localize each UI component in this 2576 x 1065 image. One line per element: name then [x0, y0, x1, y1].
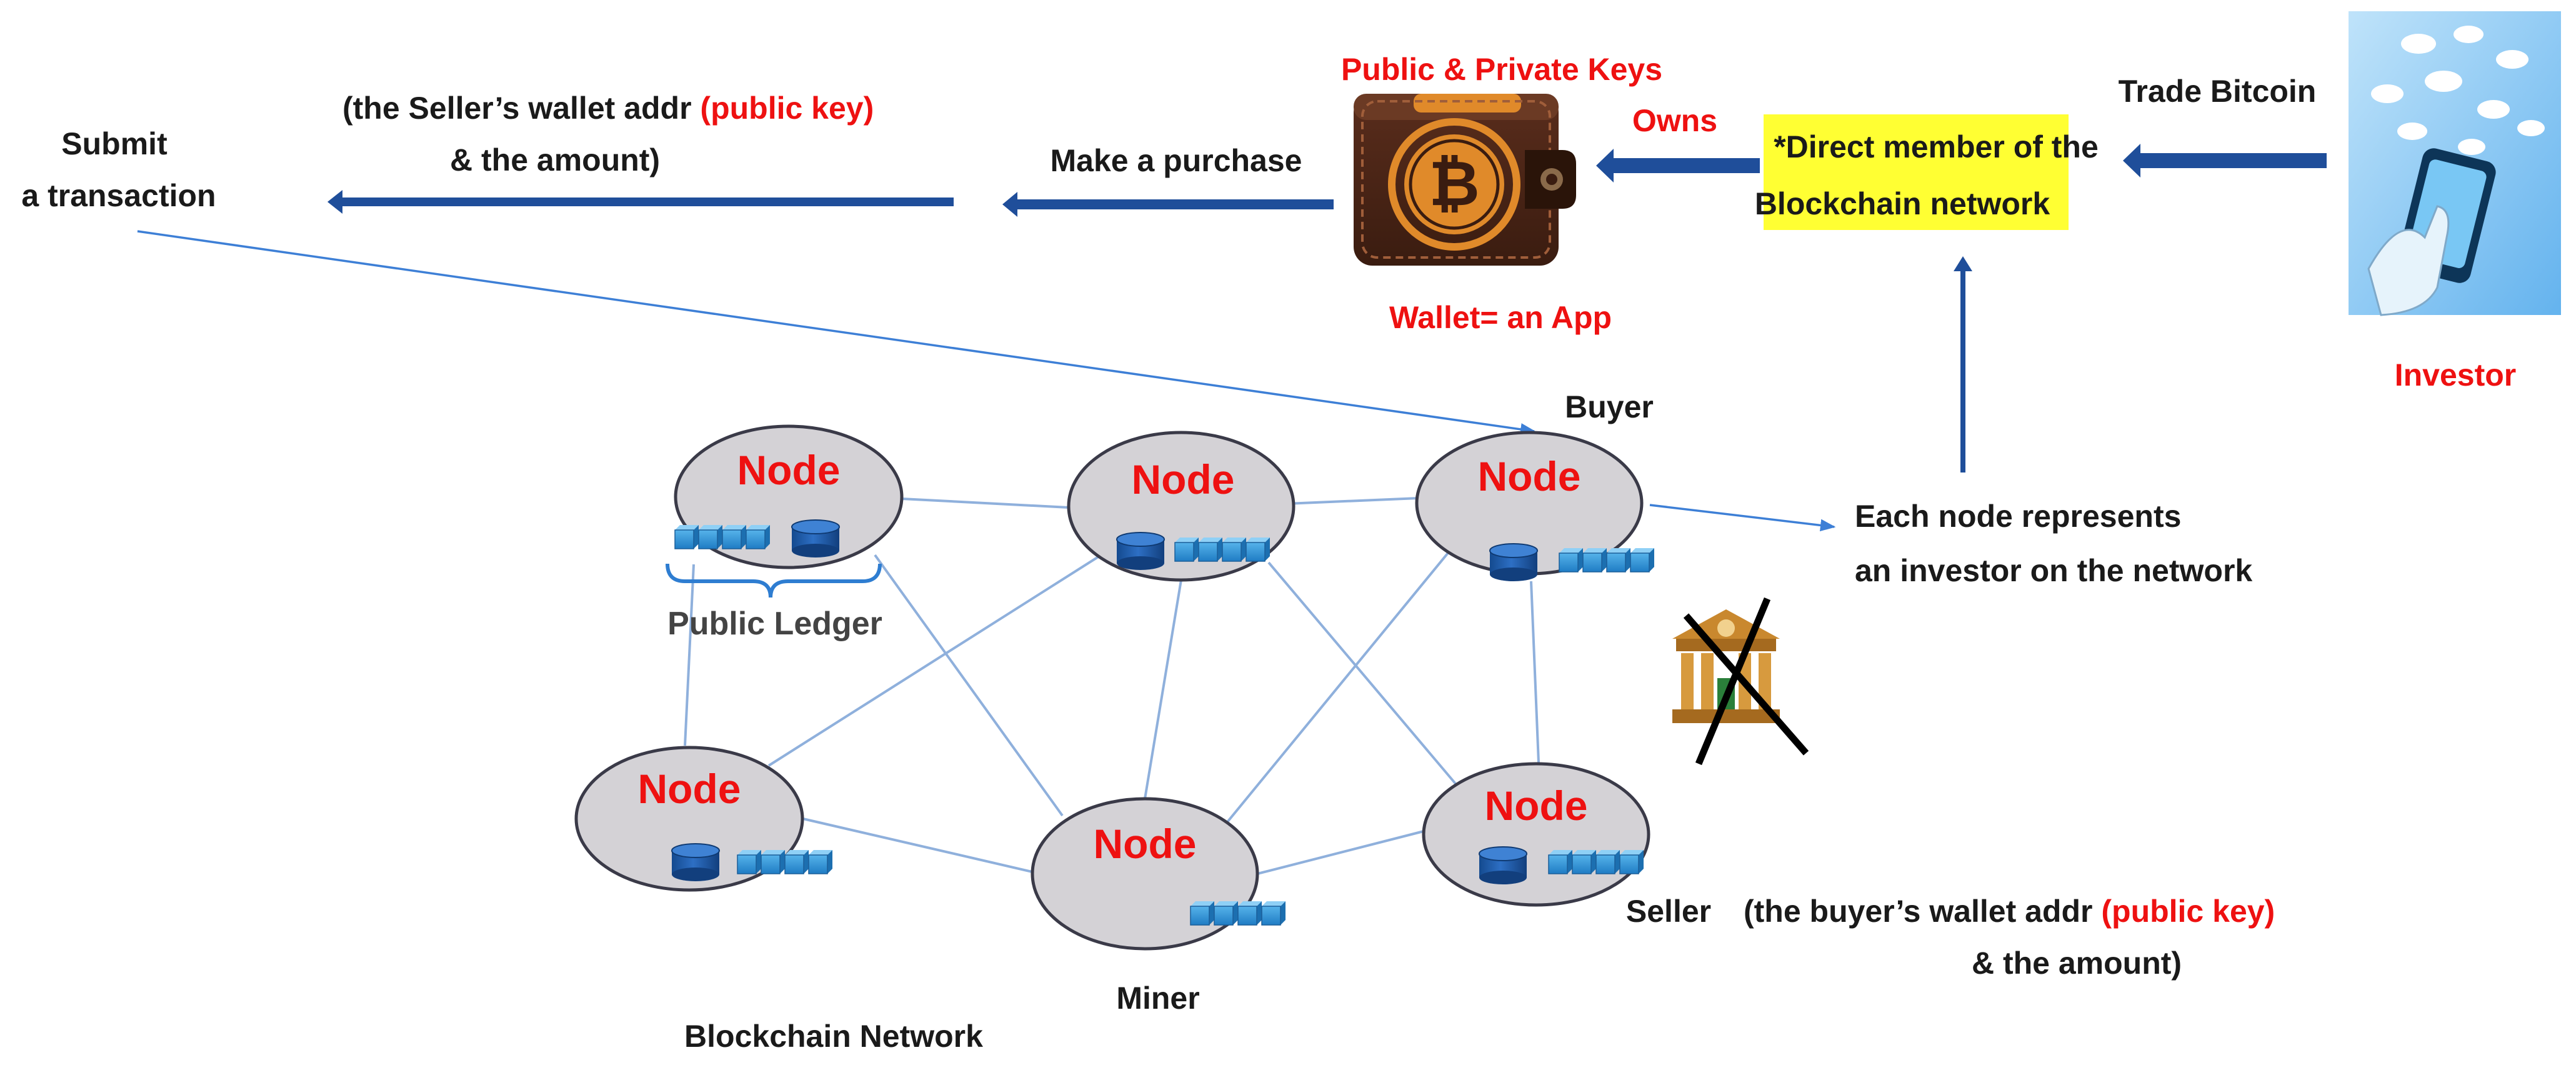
- ledger-blocks: [1190, 901, 1286, 926]
- seller-label: Seller: [1626, 894, 1711, 929]
- crossed-bank-icon: [1672, 597, 1809, 766]
- buyer-info-line1: (the buyer’s wallet addr (public key): [1744, 894, 2275, 929]
- arrow-up-to-member: [1954, 256, 1972, 472]
- submit-label-line2: a transaction: [21, 178, 216, 213]
- network-node: Node: [1067, 431, 1295, 582]
- network-node: Node: [574, 746, 833, 892]
- network-connections: [684, 497, 1540, 875]
- network-node: Node: [674, 424, 904, 569]
- phone-coins-icon: [2349, 11, 2561, 316]
- ledger-blocks: [674, 524, 771, 549]
- database-icon: [671, 843, 720, 882]
- arrow-to-submit: [327, 190, 954, 214]
- ledger-blocks: [1174, 537, 1271, 562]
- bitcoin-wallet-icon: ₿: [1354, 94, 1576, 266]
- seller-info-line2: & the amount): [450, 142, 660, 178]
- buyer-info-line2: & the amount): [1972, 946, 2182, 981]
- text-labels: Submit a transaction (the Seller’s walle…: [21, 52, 2516, 1054]
- database-icon: [791, 519, 840, 558]
- make-purchase-label: Make a purchase: [1051, 143, 1302, 178]
- node-label: Node: [1094, 821, 1197, 867]
- buyer-to-explanation-arrow: [1649, 504, 1836, 532]
- owns-label: Owns: [1632, 103, 1717, 138]
- flow-arrows: [327, 144, 2327, 472]
- buyer-label: Buyer: [1565, 389, 1654, 424]
- node-label: Node: [1485, 782, 1588, 829]
- arrow-make-purchase: [1002, 192, 1334, 217]
- wallet-app-label: Wallet= an App: [1389, 300, 1612, 335]
- node-label: Node: [1132, 456, 1235, 502]
- submit-label-line1: Submit: [61, 126, 167, 161]
- direct-member-highlight: [1764, 114, 2069, 230]
- miner-label: Miner: [1116, 981, 1199, 1016]
- ledger-blocks: [1559, 548, 1655, 572]
- network-nodes: Node Node Node: [574, 424, 1655, 951]
- seller-info-line1: (the Seller’s wallet addr (public key): [342, 91, 874, 126]
- bitcoin-symbol: ₿: [1429, 149, 1480, 219]
- node-label: Node: [737, 447, 841, 493]
- arrow-trade-bitcoin: [2123, 144, 2327, 178]
- trade-bitcoin-label: Trade Bitcoin: [2119, 74, 2317, 109]
- public-ledger-label: Public Ledger: [667, 606, 882, 642]
- each-node-line2: an investor on the network: [1855, 553, 2252, 588]
- direct-member-line1: *Direct member of the: [1774, 129, 2099, 164]
- direct-member-line2: Blockchain network: [1755, 186, 2050, 221]
- database-icon: [1489, 543, 1538, 582]
- public-ledger-brace: [666, 563, 882, 598]
- network-node: Node: [1031, 797, 1286, 951]
- database-icon: [1116, 532, 1165, 571]
- network-label: Blockchain Network: [684, 1019, 983, 1054]
- node-label: Node: [638, 766, 741, 812]
- investor-label: Investor: [2395, 358, 2517, 392]
- ledger-blocks: [1548, 849, 1644, 874]
- keys-label: Public & Private Keys: [1341, 52, 1662, 87]
- network-node: Node: [1415, 431, 1655, 582]
- connector-arrows: [137, 230, 1836, 532]
- node-label: Node: [1478, 453, 1581, 499]
- database-icon: [1479, 846, 1527, 885]
- ledger-blocks: [737, 849, 833, 874]
- network-node: Node: [1422, 762, 1650, 907]
- arrow-owns: [1596, 149, 1760, 182]
- each-node-line1: Each node represents: [1855, 499, 2181, 534]
- submit-to-buyer-arrow: [137, 230, 1536, 436]
